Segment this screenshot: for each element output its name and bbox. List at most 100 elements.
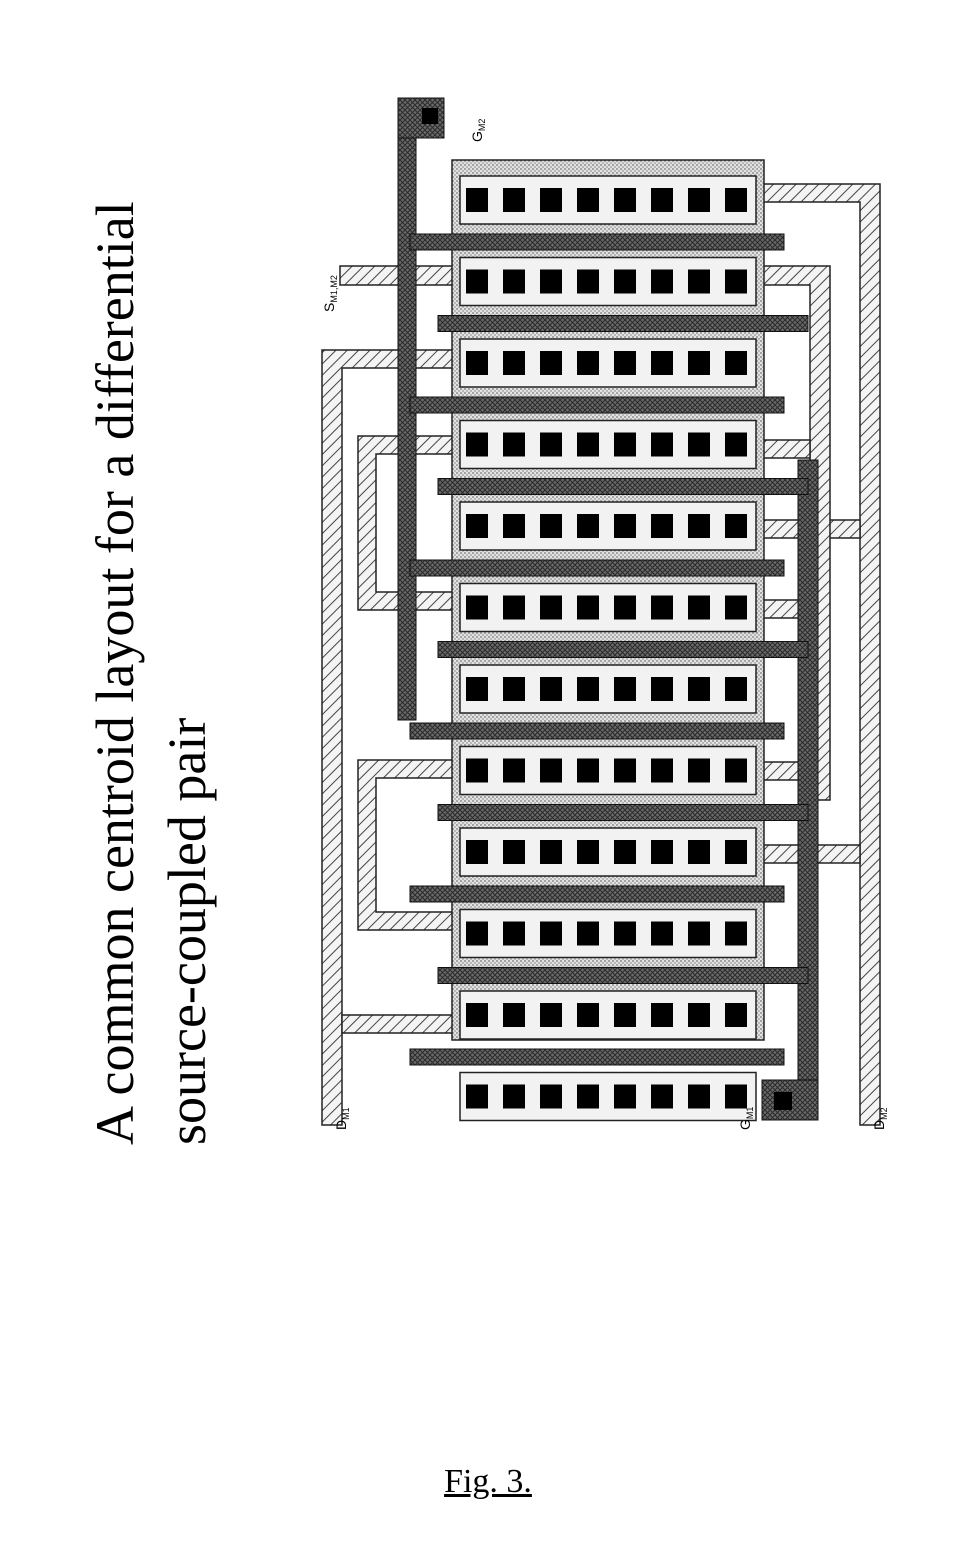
gate-finger: [409, 885, 785, 903]
contact: [466, 677, 488, 701]
contact: [577, 514, 599, 538]
contact: [577, 269, 599, 294]
contact: [540, 351, 562, 375]
contact: [540, 1003, 562, 1027]
source-strap: [339, 265, 831, 801]
contact: [540, 269, 562, 294]
gate-finger: [409, 396, 785, 414]
contact: [614, 758, 636, 783]
gate-m1-pad-contact: [774, 1092, 792, 1110]
contact: [577, 1003, 599, 1027]
gate-bus-layer: [397, 97, 819, 1121]
contact: [651, 269, 673, 294]
contact: [540, 432, 562, 457]
contact: [614, 840, 636, 864]
contact: [466, 840, 488, 864]
contact: [503, 269, 525, 294]
contact: [688, 269, 710, 294]
svg-text:SM1,M2: SM1,M2: [321, 275, 339, 312]
contact: [503, 840, 525, 864]
contact: [688, 758, 710, 783]
contact: [466, 1084, 488, 1109]
contact: [651, 840, 673, 864]
gate-finger: [437, 804, 809, 821]
contact: [577, 677, 599, 701]
label-d-m1: DM1: [333, 1107, 351, 1130]
contact: [540, 188, 562, 212]
contact: [688, 1084, 710, 1109]
contact: [503, 432, 525, 457]
contact: [466, 269, 488, 294]
svg-text:DM1: DM1: [333, 1107, 351, 1130]
contact: [540, 1084, 562, 1109]
contact: [577, 758, 599, 783]
contact: [577, 840, 599, 864]
gate-fingers: [409, 233, 809, 1066]
gate-finger: [409, 233, 785, 251]
gate-finger: [437, 967, 809, 984]
contact: [614, 188, 636, 212]
contact: [577, 432, 599, 457]
gate-finger: [437, 641, 809, 658]
contact: [688, 921, 710, 946]
common-centroid-layout-diagram: DM1 DM2 GM1 GM2 SM1,M2: [321, 97, 889, 1130]
title-line-1: A common centroid layout for a different…: [85, 201, 145, 1145]
contact: [466, 595, 488, 620]
contact: [503, 595, 525, 620]
contact: [540, 840, 562, 864]
contact: [540, 758, 562, 783]
contact: [577, 595, 599, 620]
gate-finger: [437, 315, 809, 332]
contact: [614, 921, 636, 946]
gate-finger: [409, 559, 785, 577]
contact: [725, 188, 747, 212]
contact: [466, 188, 488, 212]
contact: [725, 1084, 747, 1109]
contact: [651, 677, 673, 701]
contact: [651, 432, 673, 457]
contact: [688, 351, 710, 375]
label-g-m1: GM1: [737, 1107, 755, 1130]
label-source: SM1,M2: [321, 275, 339, 312]
contact: [503, 188, 525, 212]
contact: [503, 921, 525, 946]
contact: [466, 1003, 488, 1027]
contact: [466, 514, 488, 538]
gate-finger: [409, 722, 785, 740]
contact: [688, 1003, 710, 1027]
contact: [725, 1003, 747, 1027]
svg-text:GM2: GM2: [469, 119, 487, 142]
figure-caption: Fig. 3.: [444, 1463, 532, 1500]
label-g-m2: GM2: [469, 119, 487, 142]
contact: [688, 840, 710, 864]
contact: [614, 432, 636, 457]
label-d-m2: DM2: [871, 1107, 889, 1130]
contact: [725, 351, 747, 375]
contact: [725, 921, 747, 946]
svg-text:DM2: DM2: [871, 1107, 889, 1130]
gate-m2-pad-contact: [422, 108, 438, 124]
contact: [651, 758, 673, 783]
contact: [540, 514, 562, 538]
contact: [503, 1003, 525, 1027]
contact: [725, 595, 747, 620]
contact: [688, 514, 710, 538]
contact: [651, 1003, 673, 1027]
contact: [651, 595, 673, 620]
contact: [503, 1084, 525, 1109]
contact: [614, 1003, 636, 1027]
title-line-2: source-coupled pair: [157, 717, 217, 1145]
contact: [688, 595, 710, 620]
gate-m2-pad: [397, 97, 445, 139]
contact: [577, 188, 599, 212]
contact: [466, 432, 488, 457]
contact: [540, 921, 562, 946]
contact: [651, 351, 673, 375]
contact: [725, 840, 747, 864]
contact: [651, 188, 673, 212]
contact: [466, 921, 488, 946]
contact: [540, 595, 562, 620]
diagram-labels: DM1 DM2 GM1 GM2 SM1,M2: [321, 119, 889, 1130]
contact: [466, 351, 488, 375]
contact: [577, 921, 599, 946]
